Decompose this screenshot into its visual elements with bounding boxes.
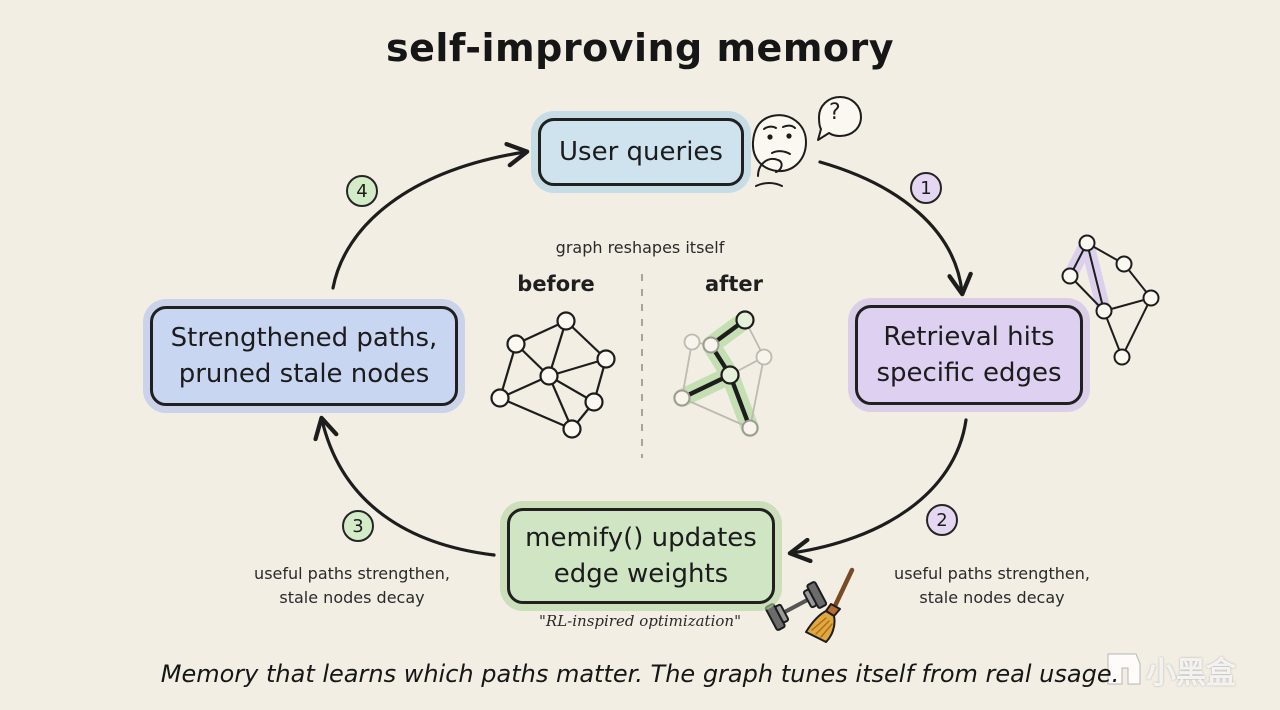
memify-updates-label: memify() updates edge weights (525, 523, 757, 589)
step-3-badge: 3 (342, 510, 374, 542)
step-1-badge: 1 (910, 172, 942, 204)
rl-optimization-quote: "RL-inspired optimization" (539, 612, 741, 630)
arrow-retrieval-to-memify (787, 418, 968, 564)
step-4-badge: 4 (346, 175, 378, 207)
graph-icon (1061, 234, 1160, 366)
strengthened-paths-label: Strengthened paths, pruned stale nodes (170, 323, 438, 389)
graph-reshapes-heading: graph reshapes itself (555, 238, 725, 257)
retrieval-hits-box: Retrieval hits specific edges (855, 305, 1083, 405)
right-side-note: useful paths strengthen, stale nodes dec… (894, 564, 1090, 607)
after-graph (673, 310, 773, 437)
left-side-note: useful paths strengthen, stale nodes dec… (254, 564, 450, 607)
arrow-queries-to-retrieval (818, 160, 973, 297)
strengthened-paths-box: Strengthened paths, pruned stale nodes (150, 306, 458, 406)
question-bubble-icon (817, 96, 862, 141)
user-queries-label: User queries (559, 137, 723, 167)
bottom-caption: Memory that learns which paths matter. T… (160, 660, 1120, 688)
watermark-text: 小黑盒 (1146, 656, 1236, 691)
watermark-logo-icon (1107, 653, 1141, 685)
diagram-title: self-improving memory (385, 26, 895, 70)
step-2-badge: 2 (926, 504, 958, 536)
question-mark: ? (829, 100, 841, 125)
dumbbell-icon (764, 581, 828, 631)
arrow-memify-to-strengthened (313, 415, 496, 557)
broom-icon (805, 567, 855, 643)
after-label: after (705, 272, 763, 296)
before-label: before (517, 272, 595, 296)
thinking-face-icon (751, 114, 807, 187)
arrow-strengthened-to-queries (331, 141, 530, 290)
before-graph (490, 311, 616, 439)
memify-updates-box: memify() updates edge weights (507, 508, 775, 604)
user-queries-box: User queries (538, 118, 744, 186)
retrieval-hits-label: Retrieval hits specific edges (876, 322, 1062, 388)
